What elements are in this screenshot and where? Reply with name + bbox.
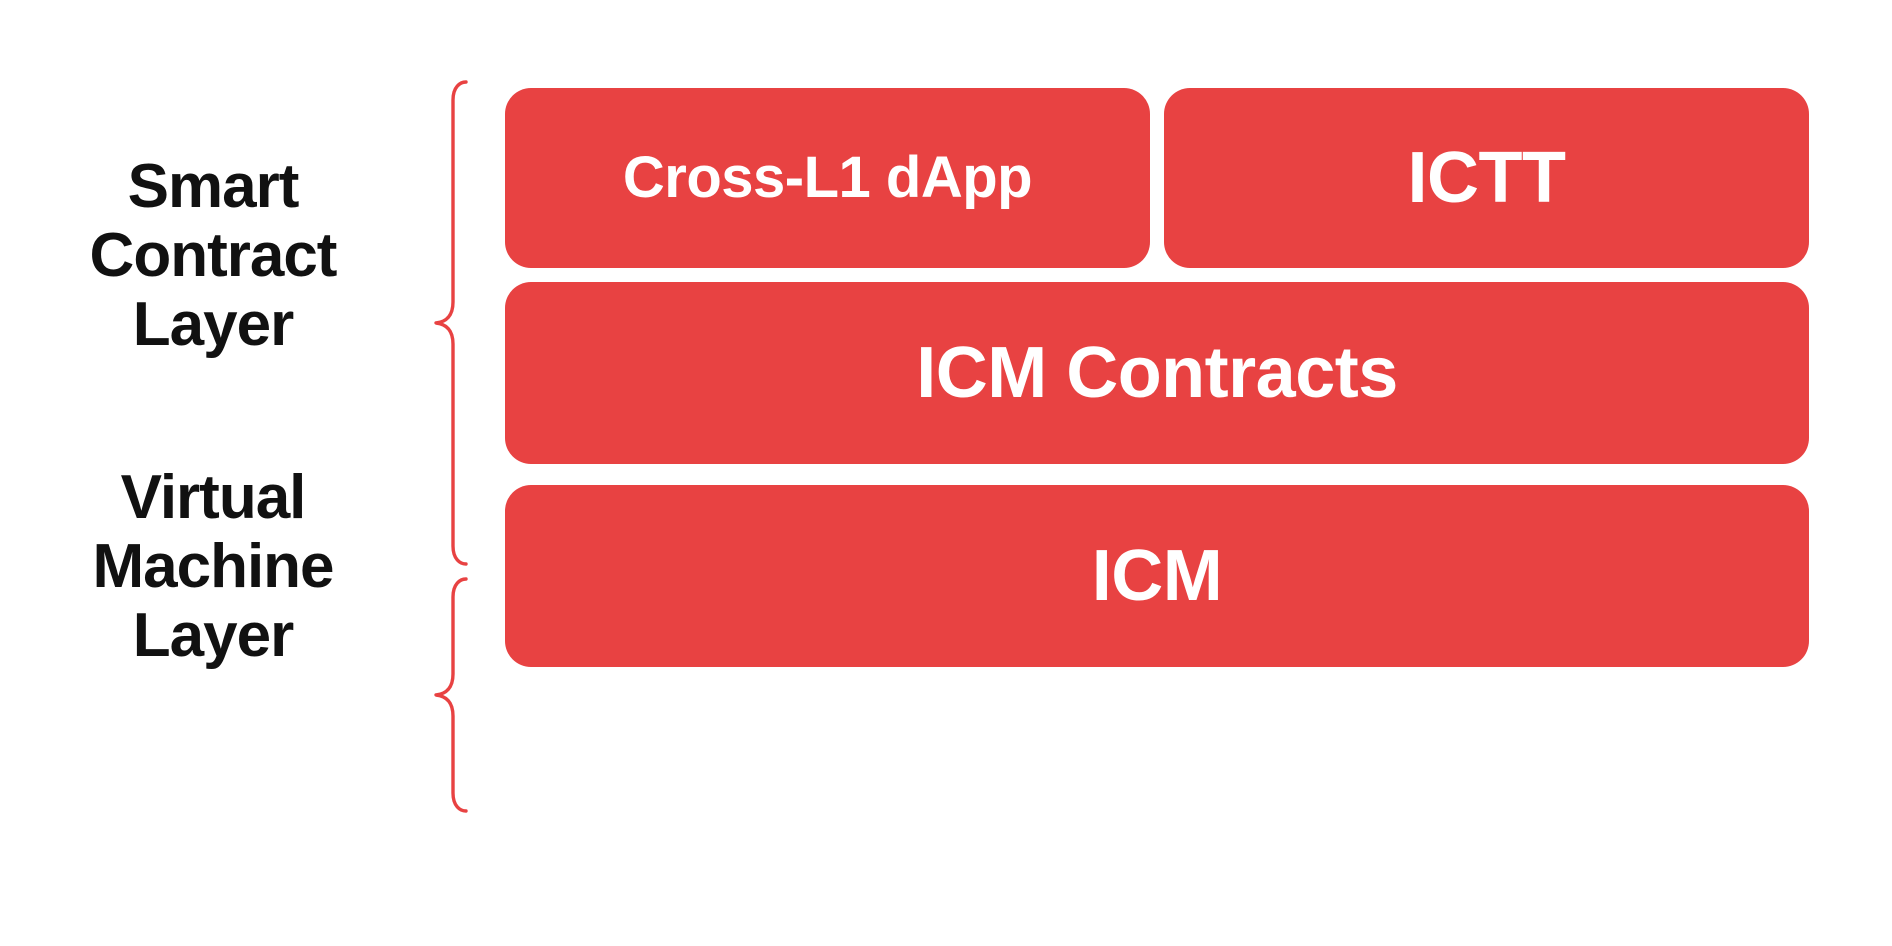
card-label-cross-l1-dapp: Cross-L1 dApp [622,145,1033,210]
brace-smart-contract-layer [396,80,468,566]
card-label-ictt: ICTT [1407,138,1566,218]
card-ictt[interactable]: ICTT [1164,88,1809,268]
card-icm-contracts[interactable]: ICM Contracts [505,282,1809,464]
group-label-virtual-machine-layer: Virtual Machine Layer [92,463,334,670]
group-label-smart-contract-layer: Smart Contract Layer [89,152,338,359]
card-label-icm-contracts: ICM Contracts [916,333,1398,413]
card-icm[interactable]: ICM [505,485,1809,667]
card-cross-l1-dapp[interactable]: Cross-L1 dApp [505,88,1150,268]
brace-virtual-machine-layer [396,577,468,813]
card-label-icm: ICM [1091,536,1223,616]
